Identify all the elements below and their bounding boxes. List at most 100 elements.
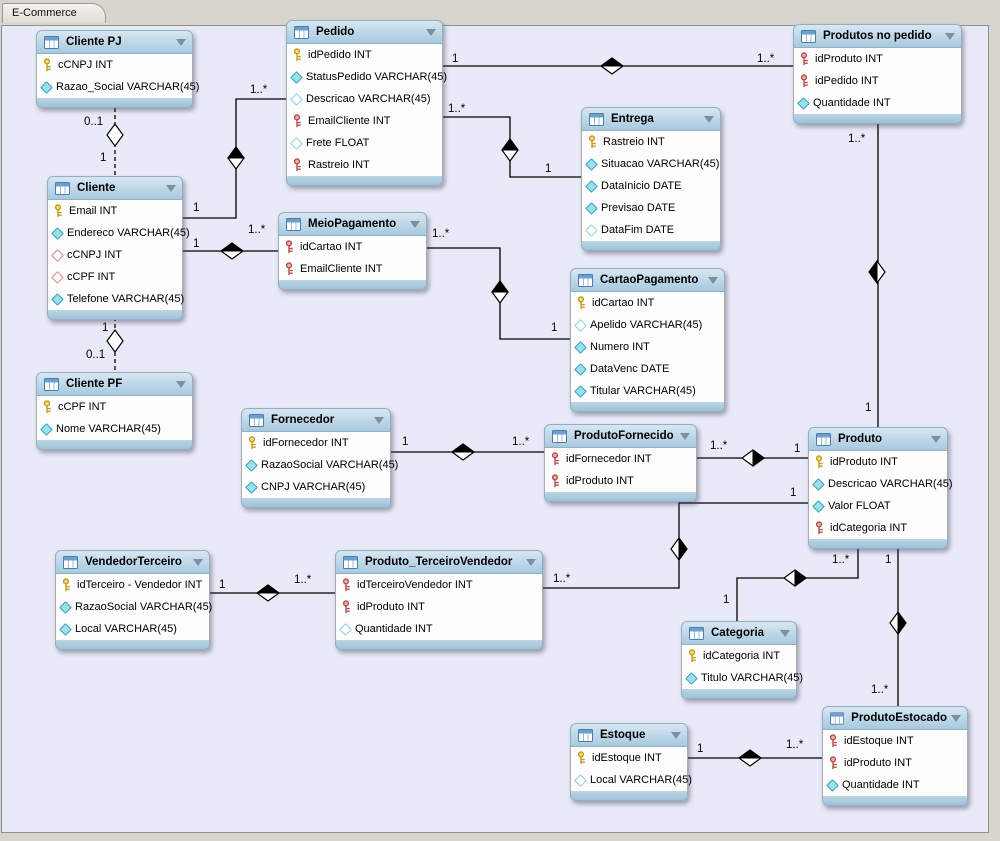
column-row[interactable]: Situacao VARCHAR(45) (582, 153, 720, 175)
collapse-arrow-icon[interactable] (410, 220, 420, 228)
column-row[interactable]: cCNPJ INT (48, 244, 182, 266)
table-header[interactable]: Cliente PF (36, 372, 193, 396)
collapse-arrow-icon[interactable] (671, 731, 681, 739)
collapse-arrow-icon[interactable] (951, 714, 961, 722)
column-row[interactable]: idPedido INT (287, 44, 442, 66)
column-row[interactable]: EmailCliente INT (287, 110, 442, 132)
column-row[interactable]: DataFim DATE (582, 219, 720, 241)
column-row[interactable]: Razao_Social VARCHAR(45) (37, 76, 199, 98)
column-row[interactable]: cCPF INT (37, 396, 192, 418)
table-header[interactable]: Entrega (581, 107, 721, 131)
column-row[interactable]: idProduto INT (794, 48, 961, 70)
table-header[interactable]: Produto (808, 427, 948, 451)
collapse-arrow-icon[interactable] (176, 38, 186, 46)
collapse-arrow-icon[interactable] (931, 435, 941, 443)
column-row[interactable]: Valor FLOAT (809, 495, 947, 517)
column-row[interactable]: RazaoSocial VARCHAR(45) (242, 454, 398, 476)
column-row[interactable]: idTerceiro - Vendedor INT (56, 574, 209, 596)
column-row[interactable]: Titular VARCHAR(45) (571, 380, 724, 402)
column-row[interactable]: EmailCliente INT (279, 258, 426, 280)
collapse-arrow-icon[interactable] (166, 184, 176, 192)
column-row[interactable]: Numero INT (571, 336, 724, 358)
table-header[interactable]: MeioPagamento (278, 212, 427, 236)
collapse-arrow-icon[interactable] (526, 558, 536, 566)
column-row[interactable]: Quantidade INT (794, 92, 961, 114)
table-header[interactable]: VendedorTerceiro (55, 550, 210, 574)
column-row[interactable]: idFornecedor INT (242, 432, 390, 454)
column-row[interactable]: Email INT (48, 200, 182, 222)
column-row[interactable]: idTerceiroVendedor INT (336, 574, 542, 596)
collapse-arrow-icon[interactable] (374, 416, 384, 424)
column-row[interactable]: Apelido VARCHAR(45) (571, 314, 724, 336)
collapse-arrow-icon[interactable] (193, 558, 203, 566)
column-row[interactable]: idCategoria INT (682, 645, 796, 667)
column-row[interactable]: CNPJ VARCHAR(45) (242, 476, 390, 498)
column-row[interactable]: DataVenc DATE (571, 358, 724, 380)
collapse-arrow-icon[interactable] (708, 276, 718, 284)
column-row[interactable]: cCNPJ INT (37, 54, 192, 76)
column-row[interactable]: idCartao INT (279, 236, 426, 258)
collapse-arrow-icon[interactable] (704, 115, 714, 123)
column-row[interactable]: cCPF INT (48, 266, 182, 288)
table-header[interactable]: Produto_TerceiroVendedor (335, 550, 543, 574)
column-row[interactable]: Descricao VARCHAR(45) (287, 88, 442, 110)
table-header[interactable]: ProdutoEstocado (822, 706, 968, 730)
column-row[interactable]: Quantidade INT (823, 774, 967, 796)
table-header[interactable]: Estoque (570, 723, 688, 747)
column-row[interactable]: idCategoria INT (809, 517, 947, 539)
column-row[interactable]: Quantidade INT (336, 618, 542, 640)
column-row[interactable]: idProduto INT (809, 451, 947, 473)
table-header[interactable]: Categoria (681, 621, 797, 645)
collapse-arrow-icon[interactable] (945, 32, 955, 40)
table-header[interactable]: Cliente PJ (36, 30, 193, 54)
column-row[interactable]: idEstoque INT (571, 747, 687, 769)
column-row[interactable]: idEstoque INT (823, 730, 967, 752)
table-header[interactable]: Fornecedor (241, 408, 391, 432)
column-row[interactable]: Frete FLOAT (287, 132, 442, 154)
collapse-arrow-icon[interactable] (176, 380, 186, 388)
tab-ecommerce[interactable]: E-Commerce (2, 3, 106, 23)
column-row[interactable]: Descricao VARCHAR(45) (809, 473, 953, 495)
column-row[interactable]: StatusPedido VARCHAR(45) (287, 66, 447, 88)
column-row[interactable]: Titulo VARCHAR(45) (682, 667, 803, 689)
table-header[interactable]: Cliente (47, 176, 183, 200)
table-header[interactable]: CartaoPagamento (570, 268, 725, 292)
collapse-arrow-icon[interactable] (780, 629, 790, 637)
column-row[interactable]: idProduto INT (823, 752, 967, 774)
column-row[interactable]: DataInicio DATE (582, 175, 720, 197)
collapse-arrow-icon[interactable] (680, 432, 690, 440)
column-row[interactable]: Rastreio INT (287, 154, 442, 176)
column-row[interactable]: Rastreio INT (582, 131, 720, 153)
table-header[interactable]: Pedido (286, 20, 443, 44)
column-row[interactable]: idProduto INT (545, 470, 696, 492)
column-row[interactable]: idCartao INT (571, 292, 724, 314)
column-row[interactable]: RazaoSocial VARCHAR(45) (56, 596, 212, 618)
column-row[interactable]: Local VARCHAR(45) (571, 769, 692, 791)
column-row[interactable]: idProduto INT (336, 596, 542, 618)
column-row[interactable]: Nome VARCHAR(45) (37, 418, 192, 440)
column-row[interactable]: Local VARCHAR(45) (56, 618, 209, 640)
table-header[interactable]: ProdutoFornecido (544, 424, 697, 448)
column-row[interactable]: idPedido INT (794, 70, 961, 92)
collapse-arrow-icon[interactable] (426, 28, 436, 36)
table-header[interactable]: Produtos no pedido (793, 24, 962, 48)
column-row[interactable]: Previsao DATE (582, 197, 720, 219)
column-row[interactable]: Telefone VARCHAR(45) (48, 288, 184, 310)
column-row[interactable]: Endereco VARCHAR(45) (48, 222, 190, 244)
